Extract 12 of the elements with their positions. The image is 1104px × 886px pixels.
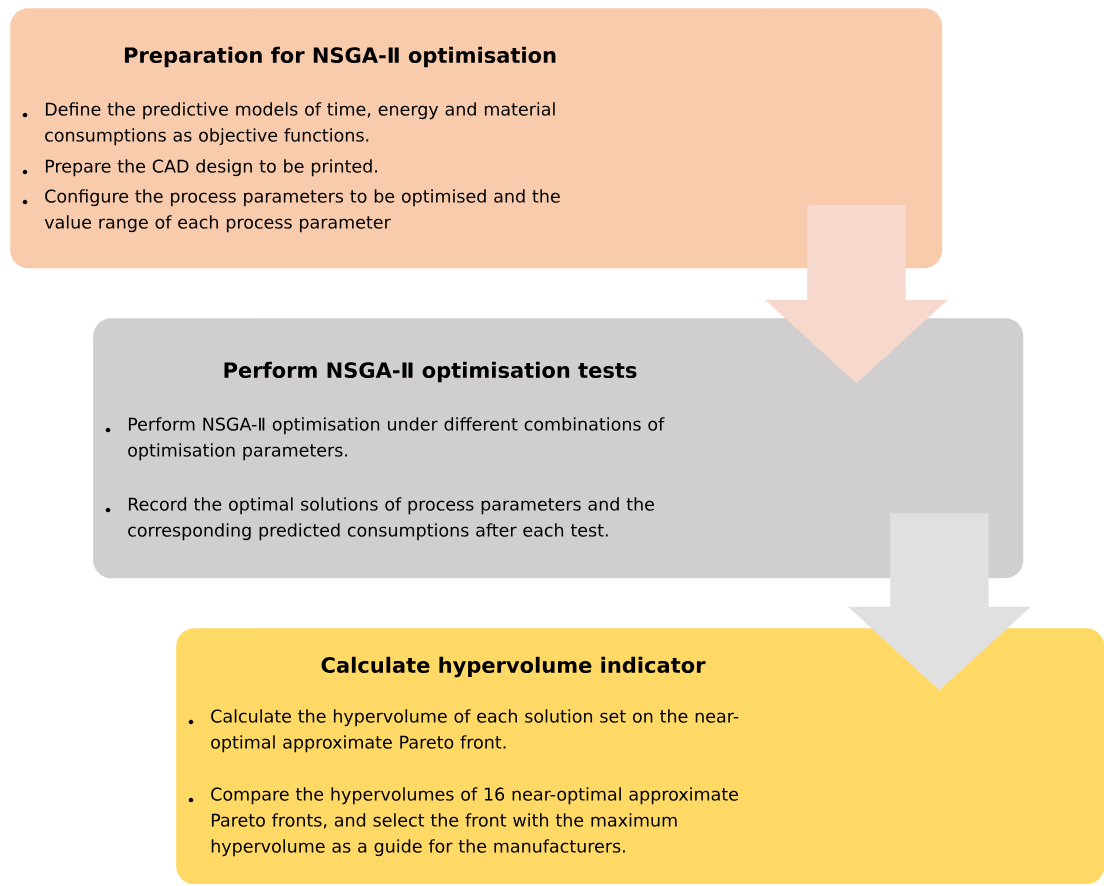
box-heading: Preparation for NSGA-Ⅱ optimisation — [124, 46, 556, 68]
bullet-text: Perform NSGA-Ⅱ optimisation under different combinations of optimisation parameters. — [128, 417, 665, 461]
box-heading: Calculate hypervolume indicator — [321, 656, 706, 678]
bullet-text: Prepare the CAD design to be printed. — [45, 159, 377, 177]
bullet-text: Configure the process parameters to be optimised and the value range of each process parameter — [44, 189, 560, 233]
bullet-text: Compare the hypervolumes of 16 near-optimal approximate Pareto fronts, and select the front with the maximum hypervolume as a guide for the manufacturers. — [211, 787, 738, 857]
block-arrow — [765, 205, 948, 384]
box-heading: Perform NSGA-Ⅱ optimisation tests — [224, 361, 637, 383]
bullet-text: Define the predictive models of time, energy and material consumptions as objective functions. — [45, 102, 555, 146]
bullet-text: Record the optimal solutions of process parameters and the corresponding predicted consumptions after each test. — [128, 497, 654, 541]
bullet-text: Calculate the hypervolume of each solution set on the near-optimal approximate Pareto front. — [211, 709, 739, 753]
block-arrow — [848, 513, 1031, 691]
